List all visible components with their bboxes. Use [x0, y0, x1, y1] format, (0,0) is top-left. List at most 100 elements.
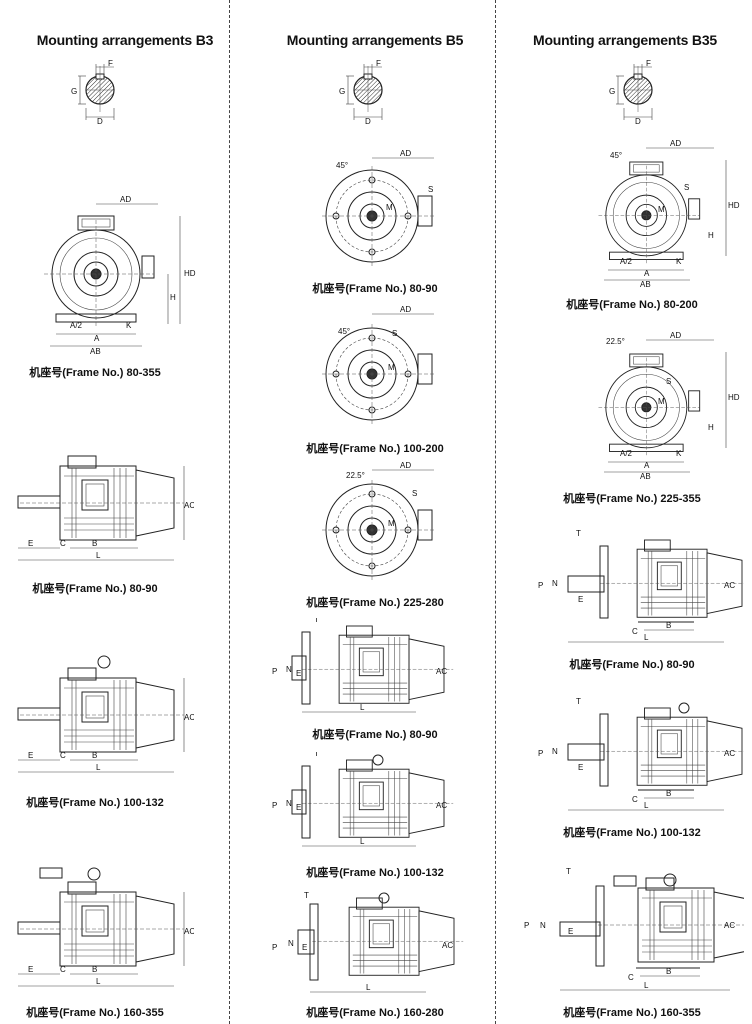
svg-text:L: L [360, 703, 365, 712]
svg-text:AC: AC [724, 581, 735, 590]
b3-side-view-diagram: AC E C B L [17, 867, 194, 987]
column-heading: Mounting arrangements B3 [36, 32, 214, 48]
svg-text:AC: AC [184, 927, 194, 936]
svg-text:L: L [96, 977, 101, 986]
svg-text:HD: HD [728, 393, 740, 402]
svg-text:K: K [126, 321, 132, 330]
frame-caption: 机座号(Frame No.) 80-90 [32, 583, 158, 595]
frame-caption: 机座号(Frame No.) 225-355 [563, 493, 701, 505]
svg-text:S: S [684, 183, 689, 192]
svg-text:L: L [644, 981, 649, 990]
column-b35: Mounting arrangements B35 F G D AD 45° S… [500, 0, 750, 1024]
svg-text:S: S [392, 329, 397, 338]
svg-text:T: T [314, 752, 319, 758]
shaft-section-diagram: F G D [609, 60, 653, 126]
svg-text:A: A [644, 461, 650, 470]
svg-text:B: B [666, 967, 671, 976]
svg-text:D: D [365, 117, 371, 126]
svg-text:B: B [92, 539, 97, 548]
b3-front-view-diagram: AD HD H A/2 K A AB [43, 196, 196, 356]
svg-text:S: S [412, 489, 417, 498]
svg-text:L: L [96, 763, 101, 772]
svg-text:K: K [676, 257, 682, 266]
shaft-section-diagram: F G D [339, 60, 383, 126]
svg-text:AD: AD [670, 331, 681, 340]
column-heading: Mounting arrangements B35 [532, 32, 718, 48]
column-divider [229, 0, 230, 1024]
svg-text:P: P [272, 801, 277, 810]
svg-text:S: S [428, 185, 433, 194]
svg-text:M: M [658, 205, 665, 214]
svg-text:45°: 45° [610, 151, 622, 160]
column-b3: Mounting arrangements B3 F G D AD HD H A… [0, 0, 250, 1024]
svg-text:N: N [288, 939, 294, 948]
svg-text:L: L [360, 837, 365, 846]
svg-text:C: C [60, 539, 66, 548]
svg-text:AB: AB [640, 472, 651, 480]
svg-text:G: G [339, 87, 345, 96]
svg-text:B: B [92, 751, 97, 760]
frame-caption: 机座号(Frame No.) 160-355 [26, 1007, 164, 1019]
svg-text:L: L [96, 551, 101, 560]
b35-side-view-diagram: T P N E AC C B L [538, 529, 744, 643]
svg-text:AC: AC [436, 801, 447, 810]
svg-text:E: E [578, 763, 583, 772]
svg-text:H: H [170, 293, 176, 302]
svg-text:M: M [388, 519, 395, 528]
b5-flange-view-diagram: AD 22.5° S M [321, 461, 435, 581]
b5-flange-view-diagram: AD 45° S M [321, 305, 435, 425]
frame-caption: 机座号(Frame No.) 100-132 [26, 797, 164, 809]
column-divider [495, 0, 496, 1024]
frame-caption: 机座号(Frame No.) 225-280 [306, 597, 444, 609]
svg-text:AB: AB [640, 280, 651, 288]
svg-text:P: P [538, 749, 543, 758]
b3-side-view-diagram: AC E C B L [17, 655, 194, 773]
svg-text:T: T [566, 867, 571, 876]
frame-caption: 机座号(Frame No.) 100-132 [563, 827, 701, 839]
svg-text:B: B [666, 789, 671, 798]
frame-caption: 机座号(Frame No.) 80-200 [566, 299, 698, 311]
column-b5: Mounting arrangements B5 F G D AD 45° S … [250, 0, 500, 1024]
svg-text:45°: 45° [336, 161, 348, 170]
svg-text:N: N [540, 921, 546, 930]
frame-caption: 机座号(Frame No.) 80-90 [312, 729, 438, 741]
svg-text:HD: HD [728, 201, 740, 210]
b5-side-view-diagram: T P N E AC L [272, 618, 454, 713]
b5-flange-view-diagram: AD 45° S M [321, 149, 435, 267]
svg-text:G: G [71, 87, 77, 96]
svg-text:D: D [97, 117, 103, 126]
svg-text:C: C [628, 973, 634, 982]
frame-caption: 机座号(Frame No.) 80-90 [569, 659, 695, 671]
svg-text:E: E [302, 943, 307, 952]
svg-text:22.5°: 22.5° [346, 471, 365, 480]
svg-text:AC: AC [724, 921, 735, 930]
svg-text:L: L [644, 633, 649, 642]
svg-text:E: E [28, 539, 33, 548]
svg-text:F: F [376, 60, 381, 68]
svg-text:K: K [676, 449, 682, 458]
svg-text:L: L [644, 801, 649, 810]
frame-caption: 机座号(Frame No.) 100-132 [306, 867, 444, 879]
b35-side-view-diagram: T P N E AC C B L [524, 867, 744, 991]
svg-text:AD: AD [400, 149, 411, 158]
svg-text:E: E [28, 751, 33, 760]
svg-text:A: A [94, 334, 100, 343]
svg-text:M: M [658, 397, 665, 406]
column-heading: Mounting arrangements B5 [286, 32, 464, 48]
frame-caption: 机座号(Frame No.) 100-200 [306, 443, 444, 455]
svg-text:E: E [28, 965, 33, 974]
svg-text:AD: AD [120, 196, 131, 204]
svg-text:N: N [286, 799, 292, 808]
svg-text:P: P [272, 667, 277, 676]
svg-text:M: M [386, 203, 393, 212]
svg-text:E: E [296, 803, 301, 812]
svg-text:AD: AD [400, 305, 411, 314]
svg-text:N: N [552, 747, 558, 756]
b35-front-view-diagram: AD 22.5° S M HD H A/2 K A AB [598, 331, 740, 480]
svg-text:22.5°: 22.5° [606, 337, 625, 346]
svg-text:A: A [644, 269, 650, 278]
svg-text:E: E [296, 669, 301, 678]
svg-text:E: E [568, 927, 573, 936]
svg-text:F: F [108, 60, 113, 68]
svg-text:C: C [60, 751, 66, 760]
